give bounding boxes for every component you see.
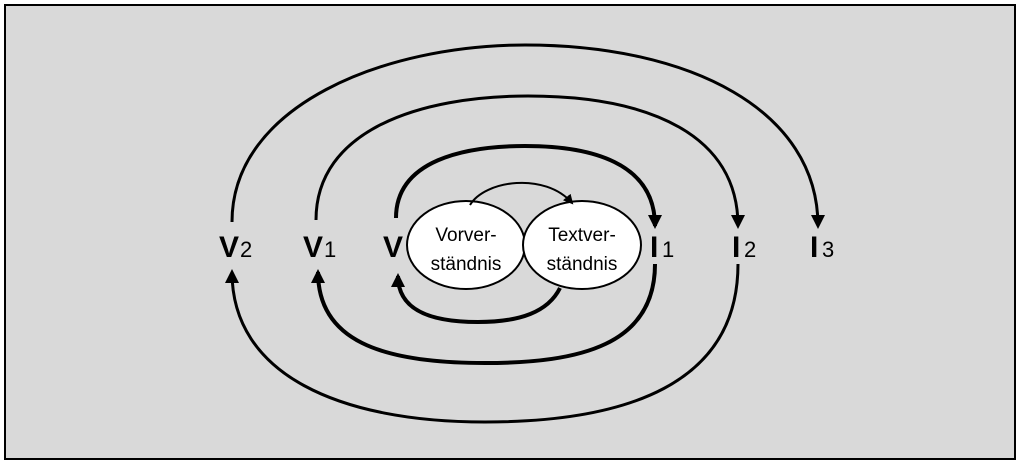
arc-i2-to-v2 bbox=[225, 263, 740, 424]
textverstaendnis-line2: ständnis bbox=[547, 254, 618, 275]
textverstaendnis-line1: Textver- bbox=[548, 225, 616, 246]
label-v2-main: V bbox=[219, 231, 239, 264]
label-i3-main: I bbox=[810, 231, 818, 264]
label-i1-sub: 1 bbox=[662, 237, 674, 262]
arc-i1-to-v1 bbox=[311, 263, 657, 366]
label-i2-sub: 2 bbox=[744, 237, 756, 262]
vorverstaendnis-line2: ständnis bbox=[431, 254, 502, 275]
arc-textverstaendnis-to-v bbox=[391, 273, 562, 325]
label-i3-sub: 3 bbox=[822, 237, 834, 262]
label-i2-main: I bbox=[732, 231, 740, 264]
vorverstaendnis-line1: Vorver- bbox=[435, 225, 496, 246]
label-i1-main: I bbox=[650, 231, 658, 264]
arc-v1-to-i2 bbox=[314, 94, 745, 229]
textverstaendnis-ellipse bbox=[522, 200, 642, 290]
label-v2: V 2 bbox=[219, 231, 252, 264]
arc-v2-to-i3 bbox=[230, 43, 825, 229]
label-v1: V 1 bbox=[303, 231, 336, 264]
label-i1: I 1 bbox=[650, 231, 674, 264]
arc-vorverstaendnis-to-textverstaendnis bbox=[469, 181, 574, 206]
label-v1-main: V bbox=[303, 231, 323, 264]
label-v1-sub: 1 bbox=[324, 237, 336, 262]
label-i3: I 3 bbox=[810, 231, 834, 264]
label-i2: I 2 bbox=[732, 231, 756, 264]
arc-v-to-i1 bbox=[394, 143, 662, 229]
label-v: V bbox=[383, 231, 403, 264]
label-v2-sub: 2 bbox=[240, 237, 252, 262]
label-v-main: V bbox=[383, 231, 403, 264]
